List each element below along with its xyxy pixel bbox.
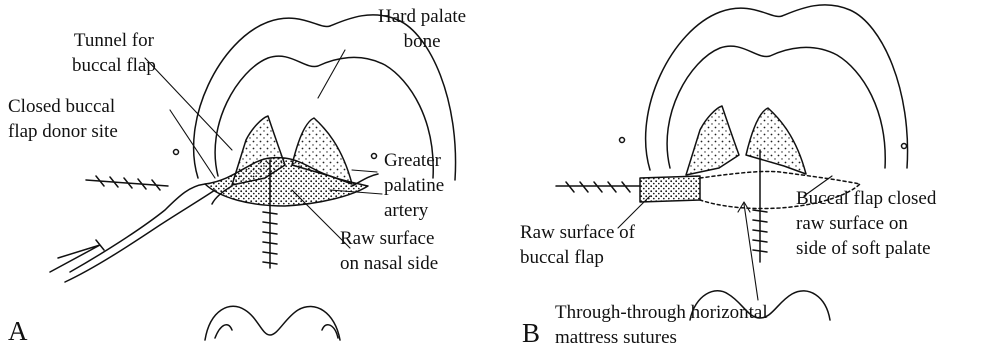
label-line: artery — [384, 198, 444, 223]
marker-dot-b1 — [620, 138, 625, 143]
label-greater-palatine-artery: Greater palatine artery — [384, 148, 444, 223]
uvula-a — [205, 306, 340, 340]
label-line: bone — [378, 29, 466, 54]
buccal-flap-a — [65, 184, 215, 282]
hard-palate-bone-b-left — [686, 106, 739, 175]
label-line: flap donor site — [8, 119, 118, 144]
label-tunnel-buccal-flap: Tunnel for buccal flap — [72, 28, 156, 78]
label-line: Hard palate — [378, 4, 466, 29]
hard-palate-bone-b-right — [746, 108, 806, 174]
label-line: Closed buccal — [8, 94, 118, 119]
label-line: Tunnel for — [72, 28, 156, 53]
label-line: buccal flap — [72, 53, 156, 78]
donor-ticks-a — [96, 176, 160, 190]
label-closed-donor-site: Closed buccal flap donor site — [8, 94, 118, 144]
label-line: on nasal side — [340, 251, 438, 276]
label-line: Greater — [384, 148, 444, 173]
marker-dot-a1 — [174, 150, 179, 155]
label-line: mattress sutures — [555, 325, 768, 350]
label-raw-surface-nasal: Raw surface on nasal side — [340, 226, 438, 276]
label-line: Raw surface of — [520, 220, 635, 245]
label-line: side of soft palate — [796, 236, 936, 261]
raw-surface-buccal-flap-b — [640, 176, 700, 202]
donor-ticks-b — [566, 182, 630, 192]
panel-letter-b: B — [522, 318, 540, 348]
label-line: Buccal flap closed — [796, 186, 936, 211]
label-line: Through-through horizontal — [555, 300, 768, 325]
panel-b-drawing — [556, 5, 908, 320]
label-raw-surface-buccal-flap: Raw surface of buccal flap — [520, 220, 635, 270]
panel-letter-a: A — [8, 316, 28, 346]
label-line: raw surface on — [796, 211, 936, 236]
label-buccal-flap-closed: Buccal flap closed raw surface on side o… — [796, 186, 936, 261]
label-line: buccal flap — [520, 245, 635, 270]
label-mattress-sutures: Through-through horizontal mattress sutu… — [555, 300, 768, 350]
label-line: palatine — [384, 173, 444, 198]
label-line: Raw surface — [340, 226, 438, 251]
marker-dot-a2 — [372, 154, 377, 159]
marker-dot-b2 — [902, 144, 907, 149]
label-hard-palate-bone: Hard palate bone — [378, 4, 466, 54]
